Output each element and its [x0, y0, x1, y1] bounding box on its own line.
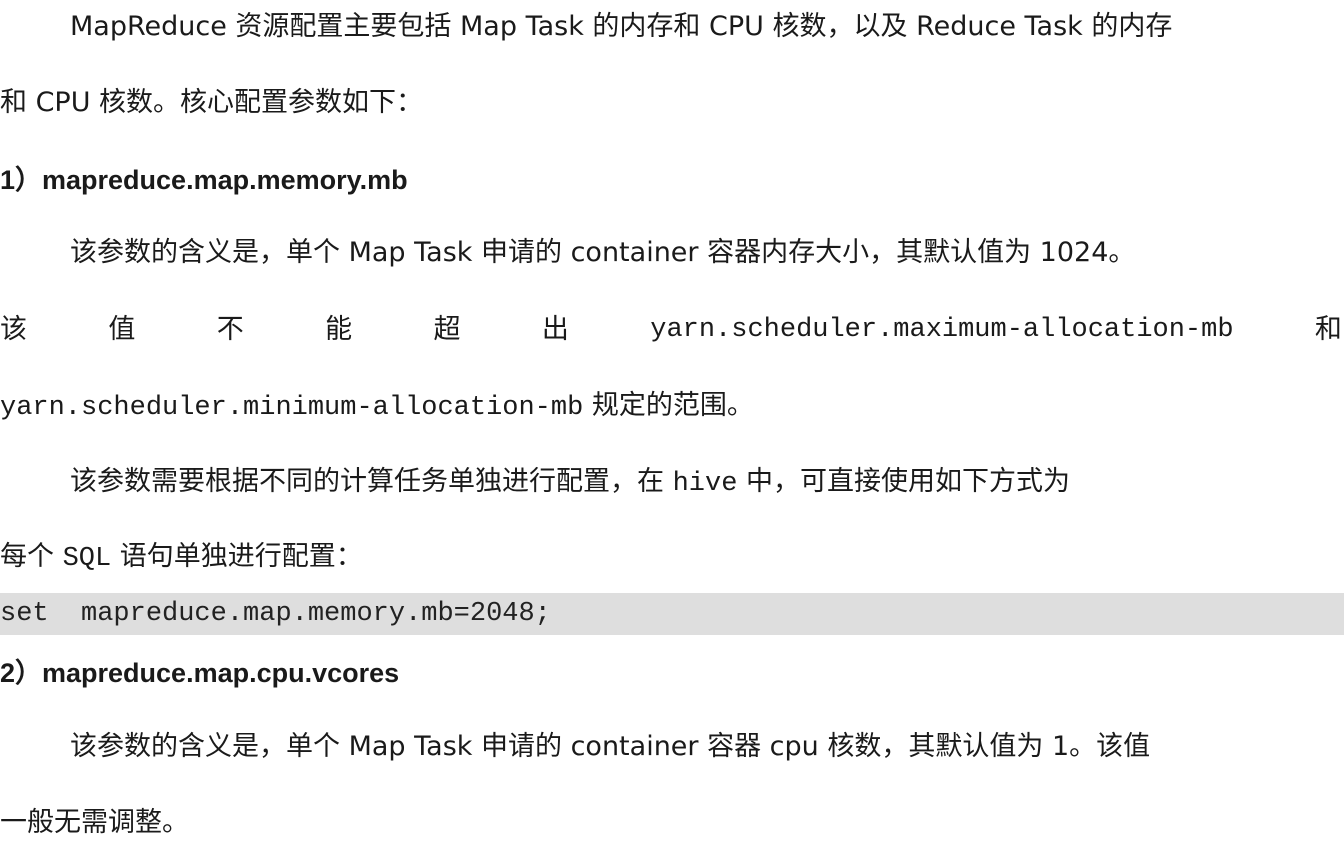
- section-1-para-2-line-2: 每个 SQL 语句单独进行配置：: [0, 537, 1344, 577]
- justified-word-4: 能: [325, 314, 353, 345]
- section-1-para-1-line-1: 该参数的含义是，单个 Map Task 申请的 container 容器内存大小…: [70, 237, 1136, 268]
- hive-keyword: hive: [672, 469, 738, 499]
- section-2-para-line-2: 一般无需调整。: [0, 807, 189, 838]
- max-allocation-config: yarn.scheduler.maximum-allocation-mb: [650, 315, 1234, 345]
- section-2-para-line-1: 该参数的含义是，单个 Map Task 申请的 container 容器 cpu…: [70, 731, 1151, 762]
- justified-word-2: 值: [108, 314, 136, 345]
- intro-paragraph-line-2: 和 CPU 核数。核心配置参数如下：: [0, 87, 424, 118]
- sql-text-post: 语句单独进行配置：: [111, 541, 363, 572]
- justified-word-5: 超: [433, 314, 461, 345]
- and-word: 和: [1314, 314, 1342, 345]
- section-1-heading: 1）mapreduce.map.memory.mb: [0, 165, 408, 195]
- sql-text-pre: 每个: [0, 541, 63, 572]
- hive-text-post: 中，可直接使用如下方式为: [737, 466, 1070, 497]
- section-1-para-1-line-2: 该 值 不 能 超 出 yarn.scheduler.maximum-alloc…: [0, 310, 1344, 350]
- justified-word-3: 不: [216, 314, 244, 345]
- code-block-set-memory: set mapreduce.map.memory.mb=2048;: [0, 593, 1344, 635]
- justified-word-1: 该: [0, 314, 27, 345]
- range-text: 规定的范围。: [583, 390, 754, 421]
- min-allocation-config: yarn.scheduler.minimum-allocation-mb: [0, 393, 584, 423]
- section-1-para-2-line-1: 该参数需要根据不同的计算任务单独进行配置，在 hive 中，可直接使用如下方式为: [0, 462, 1344, 502]
- section-2-heading: 2）mapreduce.map.cpu.vcores: [0, 658, 400, 688]
- section-1-para-1-line-3: yarn.scheduler.minimum-allocation-mb 规定的…: [0, 386, 1344, 426]
- justified-word-6: 出: [541, 314, 569, 345]
- hive-text-pre: 该参数需要根据不同的计算任务单独进行配置，在: [70, 466, 673, 497]
- intro-paragraph-line-1: MapReduce 资源配置主要包括 Map Task 的内存和 CPU 核数，…: [70, 11, 1173, 42]
- sql-keyword: SQL: [62, 544, 112, 574]
